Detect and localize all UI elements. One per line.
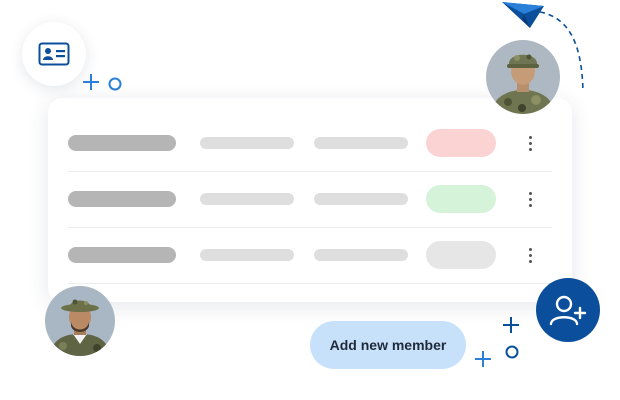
add-new-member-button[interactable]: Add new member [310,321,466,369]
flight-path [539,11,584,93]
sparkle-icon [475,351,491,367]
ring-icon [108,77,122,91]
kebab-menu-icon[interactable] [520,241,540,269]
table-row[interactable] [68,171,552,228]
member-detail-placeholder [200,137,294,149]
members-table-card [48,98,572,302]
avatar [486,40,560,114]
member-detail-placeholder [314,249,408,261]
member-detail-placeholder [200,193,294,205]
member-detail-placeholder [314,193,408,205]
paper-plane-icon [502,2,544,28]
member-detail-placeholder [314,137,408,149]
ring-icon [505,345,519,359]
add-user-icon [549,295,587,326]
kebab-menu-icon[interactable] [520,129,540,157]
member-name-placeholder [68,135,176,151]
status-badge [426,185,496,213]
kebab-menu-icon[interactable] [520,185,540,213]
status-badge [426,129,496,157]
id-badge [22,22,86,86]
status-badge [426,241,496,269]
add-user-button[interactable] [536,278,600,342]
table-row[interactable] [68,227,552,284]
sparkle-icon [83,74,99,90]
member-name-placeholder [68,191,176,207]
id-card-icon [38,42,70,66]
avatar [45,286,115,356]
member-name-placeholder [68,247,176,263]
table-row[interactable] [68,115,552,172]
member-detail-placeholder [200,249,294,261]
sparkle-icon [503,317,519,333]
